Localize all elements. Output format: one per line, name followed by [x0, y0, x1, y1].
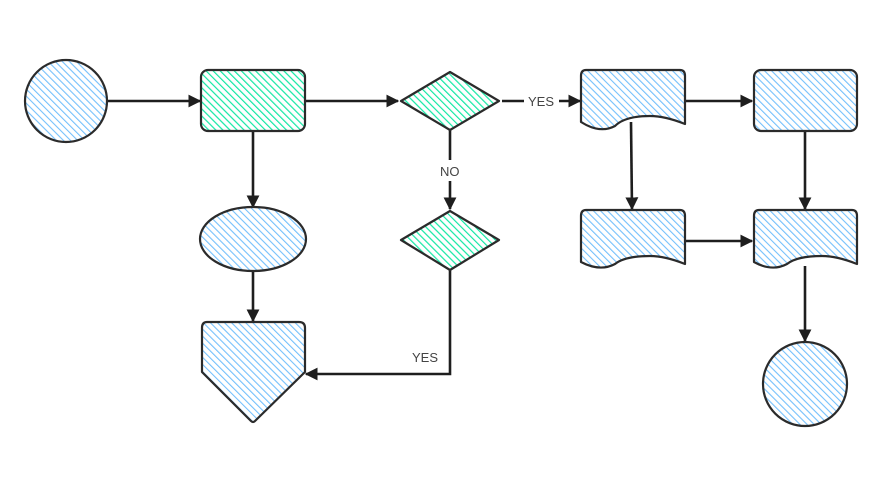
nodes: [23, 58, 859, 428]
edge-label-yes-top: YES: [528, 94, 554, 109]
node-process-1[interactable]: [199, 68, 307, 133]
edge-document-1-to-document-2[interactable]: [625, 121, 639, 211]
node-end-circle[interactable]: [761, 340, 849, 428]
node-ellipse-1[interactable]: [198, 205, 308, 273]
node-decision-1-diamond[interactable]: [399, 70, 501, 132]
edges: [108, 94, 812, 381]
node-process-2[interactable]: [752, 68, 859, 133]
edge-label-no: NO: [440, 164, 460, 179]
node-document-2[interactable]: [579, 208, 687, 269]
node-offpage-connector[interactable]: [200, 320, 307, 424]
edge-decision-2-to-offpage-1[interactable]: [304, 270, 452, 381]
node-document-1[interactable]: [579, 68, 687, 131]
edge-label-yes-bottom: YES: [412, 350, 438, 365]
node-document-3[interactable]: [752, 208, 859, 269]
node-start-circle[interactable]: [23, 58, 109, 144]
node-decision-2-diamond[interactable]: [399, 209, 501, 272]
